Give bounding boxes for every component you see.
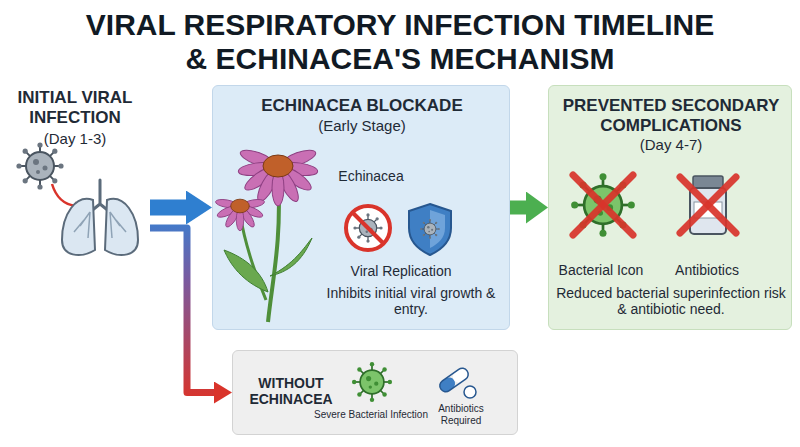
plant-label: Echinacea [331,168,411,184]
flow-arrow [150,200,186,216]
panel-heading: ECHINACEA BLOCKADE [213,96,511,116]
flow-arrow [150,228,214,393]
alternative-box: WITHOUT ECHINACEA Severe Bacterial Infect… [232,350,518,435]
stage-heading: INITIAL VIRAL INFECTION [0,88,150,127]
box-heading: WITHOUT ECHINACEA [239,375,343,407]
lungs-illustration [62,199,95,255]
panel-heading: PREVENTED SECONDARY COMPLICATIONS [549,96,793,135]
diagram-title: VIRAL RESPIRATORY INFECTION TIMELINE & E… [75,8,725,75]
lungs-illustration [105,199,138,255]
virus-icon [16,142,63,189]
stage-label: INITIAL VIRAL INFECTION (Day 1-3) [0,88,150,263]
stage-note: (Early Stage) [213,117,511,134]
icon-label: Bacterial Icon [551,262,651,278]
icon-label: Antibiotics [659,262,755,278]
icon-label: Severe Bacterial Infection [306,409,436,421]
lungs-illustration [62,180,138,255]
icon-label: Viral Replication [321,263,481,279]
icon-label: Antibiotics Required [423,403,499,426]
mechanism-panel: ECHINACEA BLOCKADE(Early Stage) Echinacea… [212,85,510,330]
day-range: (Day 4-7) [549,136,793,153]
virus-icon [16,142,63,189]
panel-body: Reduced bacterial superinfection risk & … [555,285,787,317]
panel-body: Inhibits initial viral growth & entry. [326,285,496,317]
flow-arrow [510,201,526,215]
lungs-illustration [74,212,126,238]
infection-arrow [52,184,76,206]
lungs-illustration [90,180,110,212]
day-range: (Day 1-3) [0,130,150,147]
outcome-panel: PREVENTED SECONDARY COMPLICATIONS(Day 4-… [548,85,792,330]
